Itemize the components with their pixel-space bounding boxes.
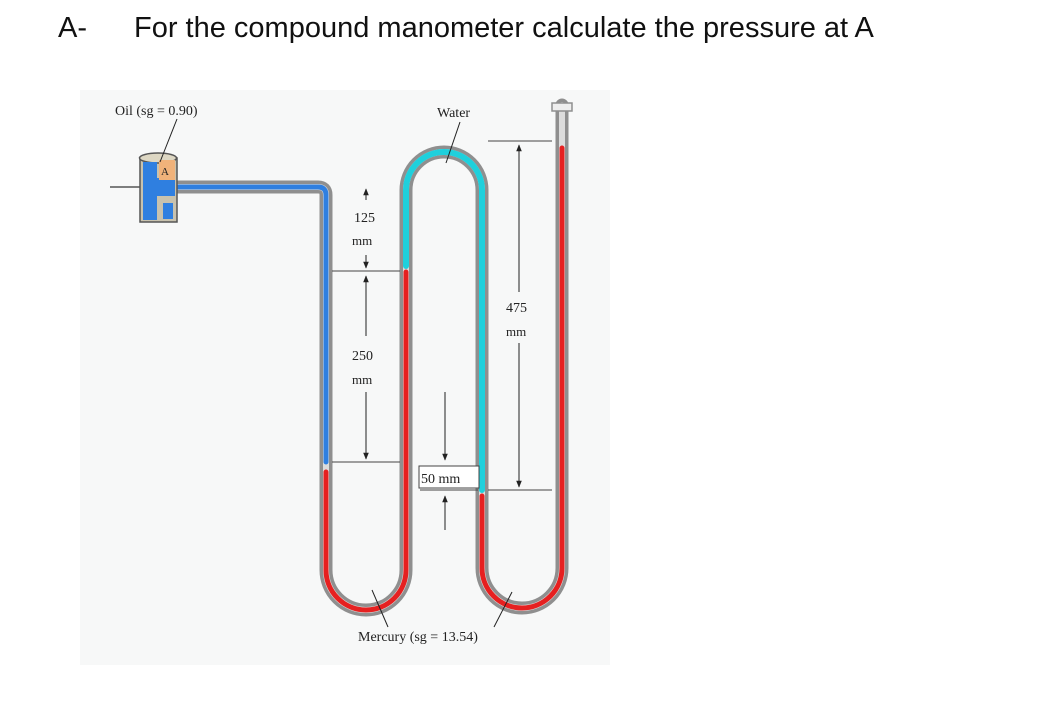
reference-lines — [332, 140, 552, 491]
problem-number: A- — [58, 12, 87, 44]
dim-250-unit: mm — [352, 372, 372, 387]
water-leader — [445, 121, 461, 164]
mercury-leader-left — [371, 589, 389, 628]
dim-475-unit: mm — [506, 324, 526, 339]
dim-125-value: 125 — [354, 211, 375, 226]
oil-fill — [162, 184, 329, 465]
mercury-label: Mercury (sg = 13.54) — [358, 630, 478, 645]
dim-125-unit: mm — [352, 233, 372, 248]
pipe-a — [110, 152, 178, 223]
dim-250-value: 250 — [352, 349, 373, 364]
open-tube-top — [551, 102, 573, 112]
mercury-fill-right — [479, 145, 565, 611]
oil-leader — [159, 118, 178, 163]
point-a-label: A — [161, 166, 169, 178]
problem-text: For the compound manometer calculate the… — [134, 12, 874, 44]
water-fill — [403, 149, 485, 493]
problem-statement: A- For the compound manometer calculate t… — [58, 12, 874, 45]
water-label: Water — [437, 106, 470, 121]
oil-label: Oil (sg = 0.90) — [115, 104, 198, 119]
dim-50-box — [418, 465, 480, 489]
dim-475-value: 475 — [506, 301, 527, 316]
mercury-leader-right — [493, 591, 513, 628]
mercury-fill-left — [323, 269, 409, 613]
dim-50-value: 50 mm — [421, 472, 460, 487]
